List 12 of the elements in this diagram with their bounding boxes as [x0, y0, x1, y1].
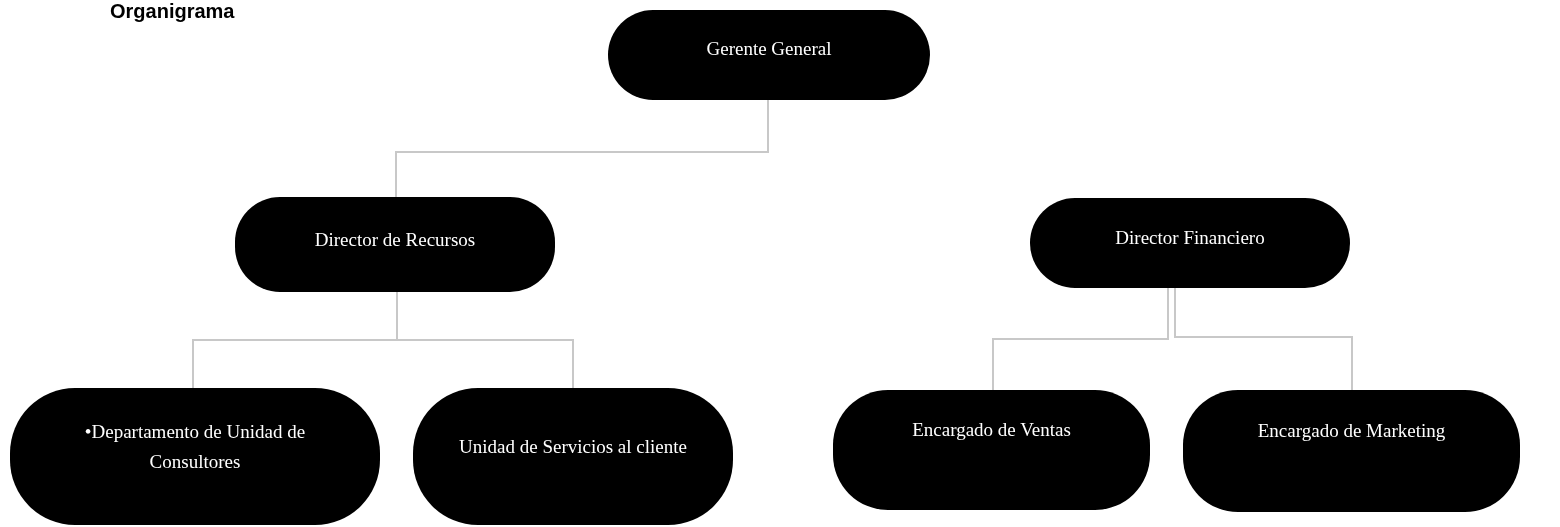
role-title: Director de Recursos: [314, 227, 476, 252]
diagram-title: Organigrama: [110, 0, 235, 23]
role-title: Unidad de Servicios al cliente: [459, 434, 687, 459]
role-title: Encargado de Marketing: [1257, 419, 1446, 444]
role-title: Gerente General: [706, 37, 832, 62]
role-title: Director Financiero: [1115, 226, 1265, 251]
connector-line: [1174, 287, 1353, 391]
connector-line: [395, 99, 769, 198]
role-title: Encargado de Ventas: [912, 418, 1071, 443]
role-title: •Departamento de Unidad de Consultores: [83, 420, 307, 474]
connector-line: [992, 287, 1169, 391]
connector-line: [396, 291, 574, 389]
